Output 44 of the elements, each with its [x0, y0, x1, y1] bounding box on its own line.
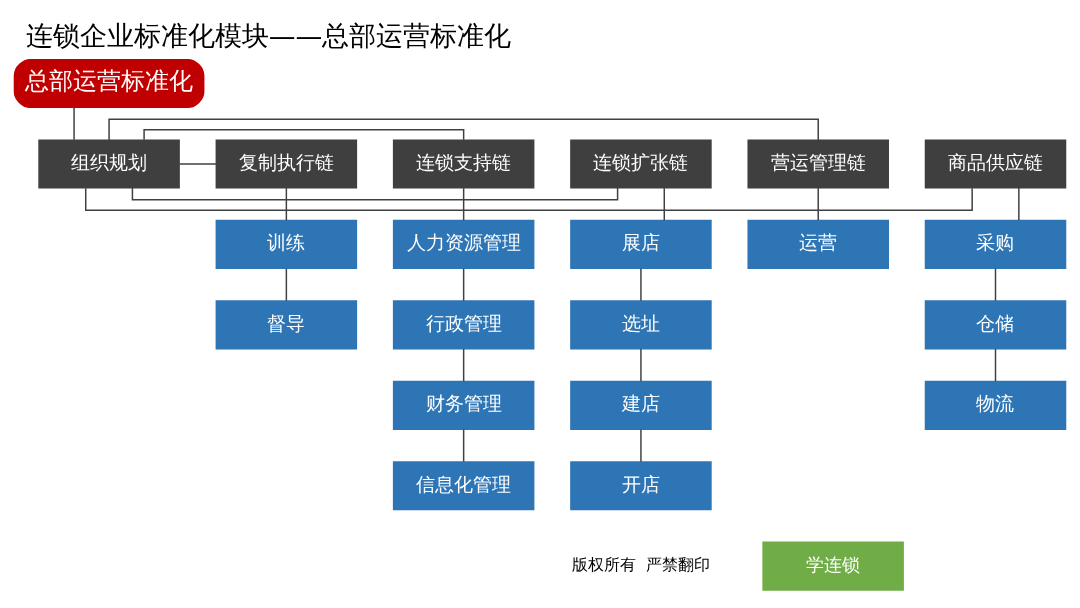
connector [108, 118, 819, 141]
connector [640, 428, 642, 463]
node-box: 训练 [215, 219, 358, 269]
connector [462, 348, 465, 382]
node-box: 开店 [570, 461, 712, 511]
node-box: 财务管理 [392, 380, 535, 430]
node-box: 商品供应链 [924, 139, 1067, 189]
connector [1018, 187, 1020, 222]
node-box: 督导 [215, 300, 358, 350]
node-box: 仓储 [924, 300, 1067, 350]
node-box: 营运管理链 [747, 139, 889, 189]
node-box: 连锁扩张链 [570, 139, 712, 189]
connector [462, 267, 465, 302]
connector [178, 163, 217, 165]
label: 版权所有 严禁翻印 [571, 555, 711, 575]
node-box: 采购 [924, 219, 1067, 269]
connector [462, 428, 465, 463]
connector [994, 267, 997, 302]
connector [73, 106, 75, 141]
node-box: 组织规划 [38, 139, 180, 189]
connector [285, 187, 288, 222]
connector [131, 187, 619, 201]
node-box: 总部运营标准化 [13, 58, 205, 109]
connector [663, 187, 666, 222]
node-box: 运营 [747, 219, 889, 269]
node-box: 展店 [570, 219, 712, 269]
connector [143, 128, 465, 141]
node-box: 连锁支持链 [392, 139, 535, 189]
connector [640, 267, 642, 302]
connector [462, 187, 465, 222]
node-box: 选址 [570, 300, 712, 350]
node-box: 信息化管理 [392, 461, 535, 511]
connector [994, 348, 997, 382]
node-box: 物流 [924, 380, 1067, 430]
connector [285, 267, 288, 302]
node-box: 行政管理 [392, 300, 535, 350]
node-box: 建店 [570, 380, 712, 430]
diagram-title: 连锁企业标准化模块——总部运营标准化 [25, 20, 512, 52]
connector [817, 187, 819, 222]
label: 学连锁 [806, 553, 861, 575]
node-box: 人力资源管理 [392, 219, 535, 269]
connector [640, 348, 642, 382]
connector [85, 187, 973, 211]
node-box: 复制执行链 [215, 139, 358, 189]
